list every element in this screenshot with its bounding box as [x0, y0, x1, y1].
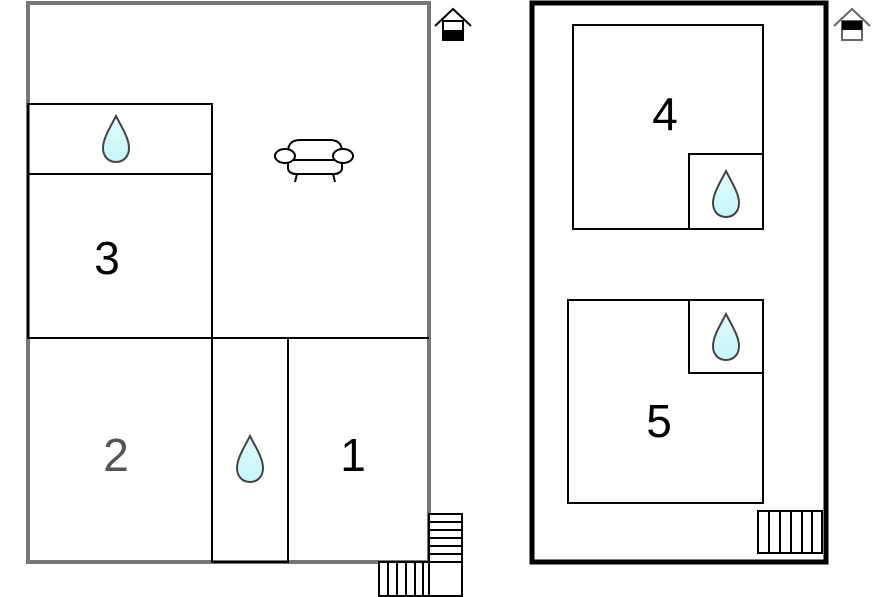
room-label-4: 4 [652, 88, 678, 140]
floor-indicator-upper-icon [833, 7, 871, 41]
ground-floor-plan: 3 2 1 [26, 1, 472, 597]
room-label-1: 1 [340, 429, 366, 481]
room-5[interactable] [567, 299, 764, 504]
room-label-2: 2 [103, 429, 129, 481]
stairs-icon[interactable] [757, 510, 823, 554]
upper-floor-plan: 4 5 [529, 0, 871, 565]
stairs-icon[interactable] [378, 513, 463, 597]
floor-indicator-ground-icon [434, 7, 472, 41]
room-label-3: 3 [94, 232, 120, 284]
bathroom-ground-middle[interactable] [211, 337, 289, 563]
room-4[interactable] [572, 24, 764, 230]
upper-floor-outer-wall [529, 0, 829, 565]
bathroom-room-4[interactable] [688, 153, 764, 230]
bathroom-room-5[interactable] [688, 299, 764, 374]
sofa-icon [274, 139, 354, 183]
ground-floor-outer-wall [26, 1, 431, 564]
room-label-5: 5 [646, 395, 672, 447]
